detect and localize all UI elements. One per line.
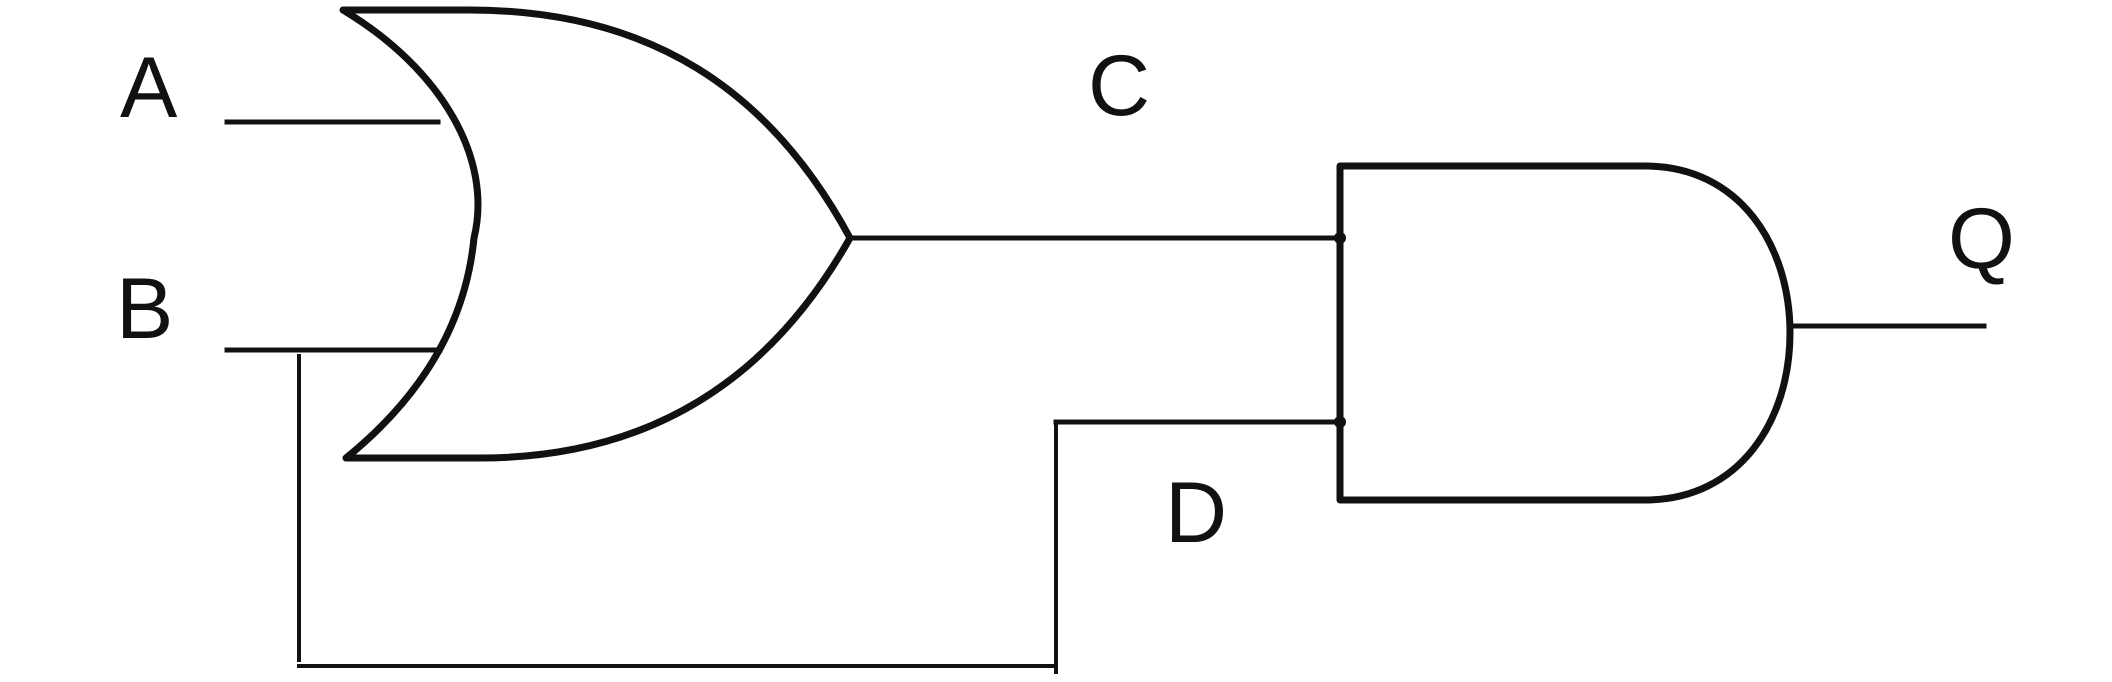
- input-label-a: A: [120, 40, 178, 136]
- output-label-q: Q: [1948, 191, 2015, 287]
- and-input-junction-d: [1334, 416, 1346, 428]
- input-label-b: B: [116, 261, 173, 357]
- node-label-d: D: [1165, 465, 1227, 561]
- and-gate: [1336, 162, 1794, 504]
- or-gate: [339, 6, 854, 462]
- node-label-c: C: [1088, 38, 1150, 134]
- and-input-junction-c: [1334, 232, 1346, 244]
